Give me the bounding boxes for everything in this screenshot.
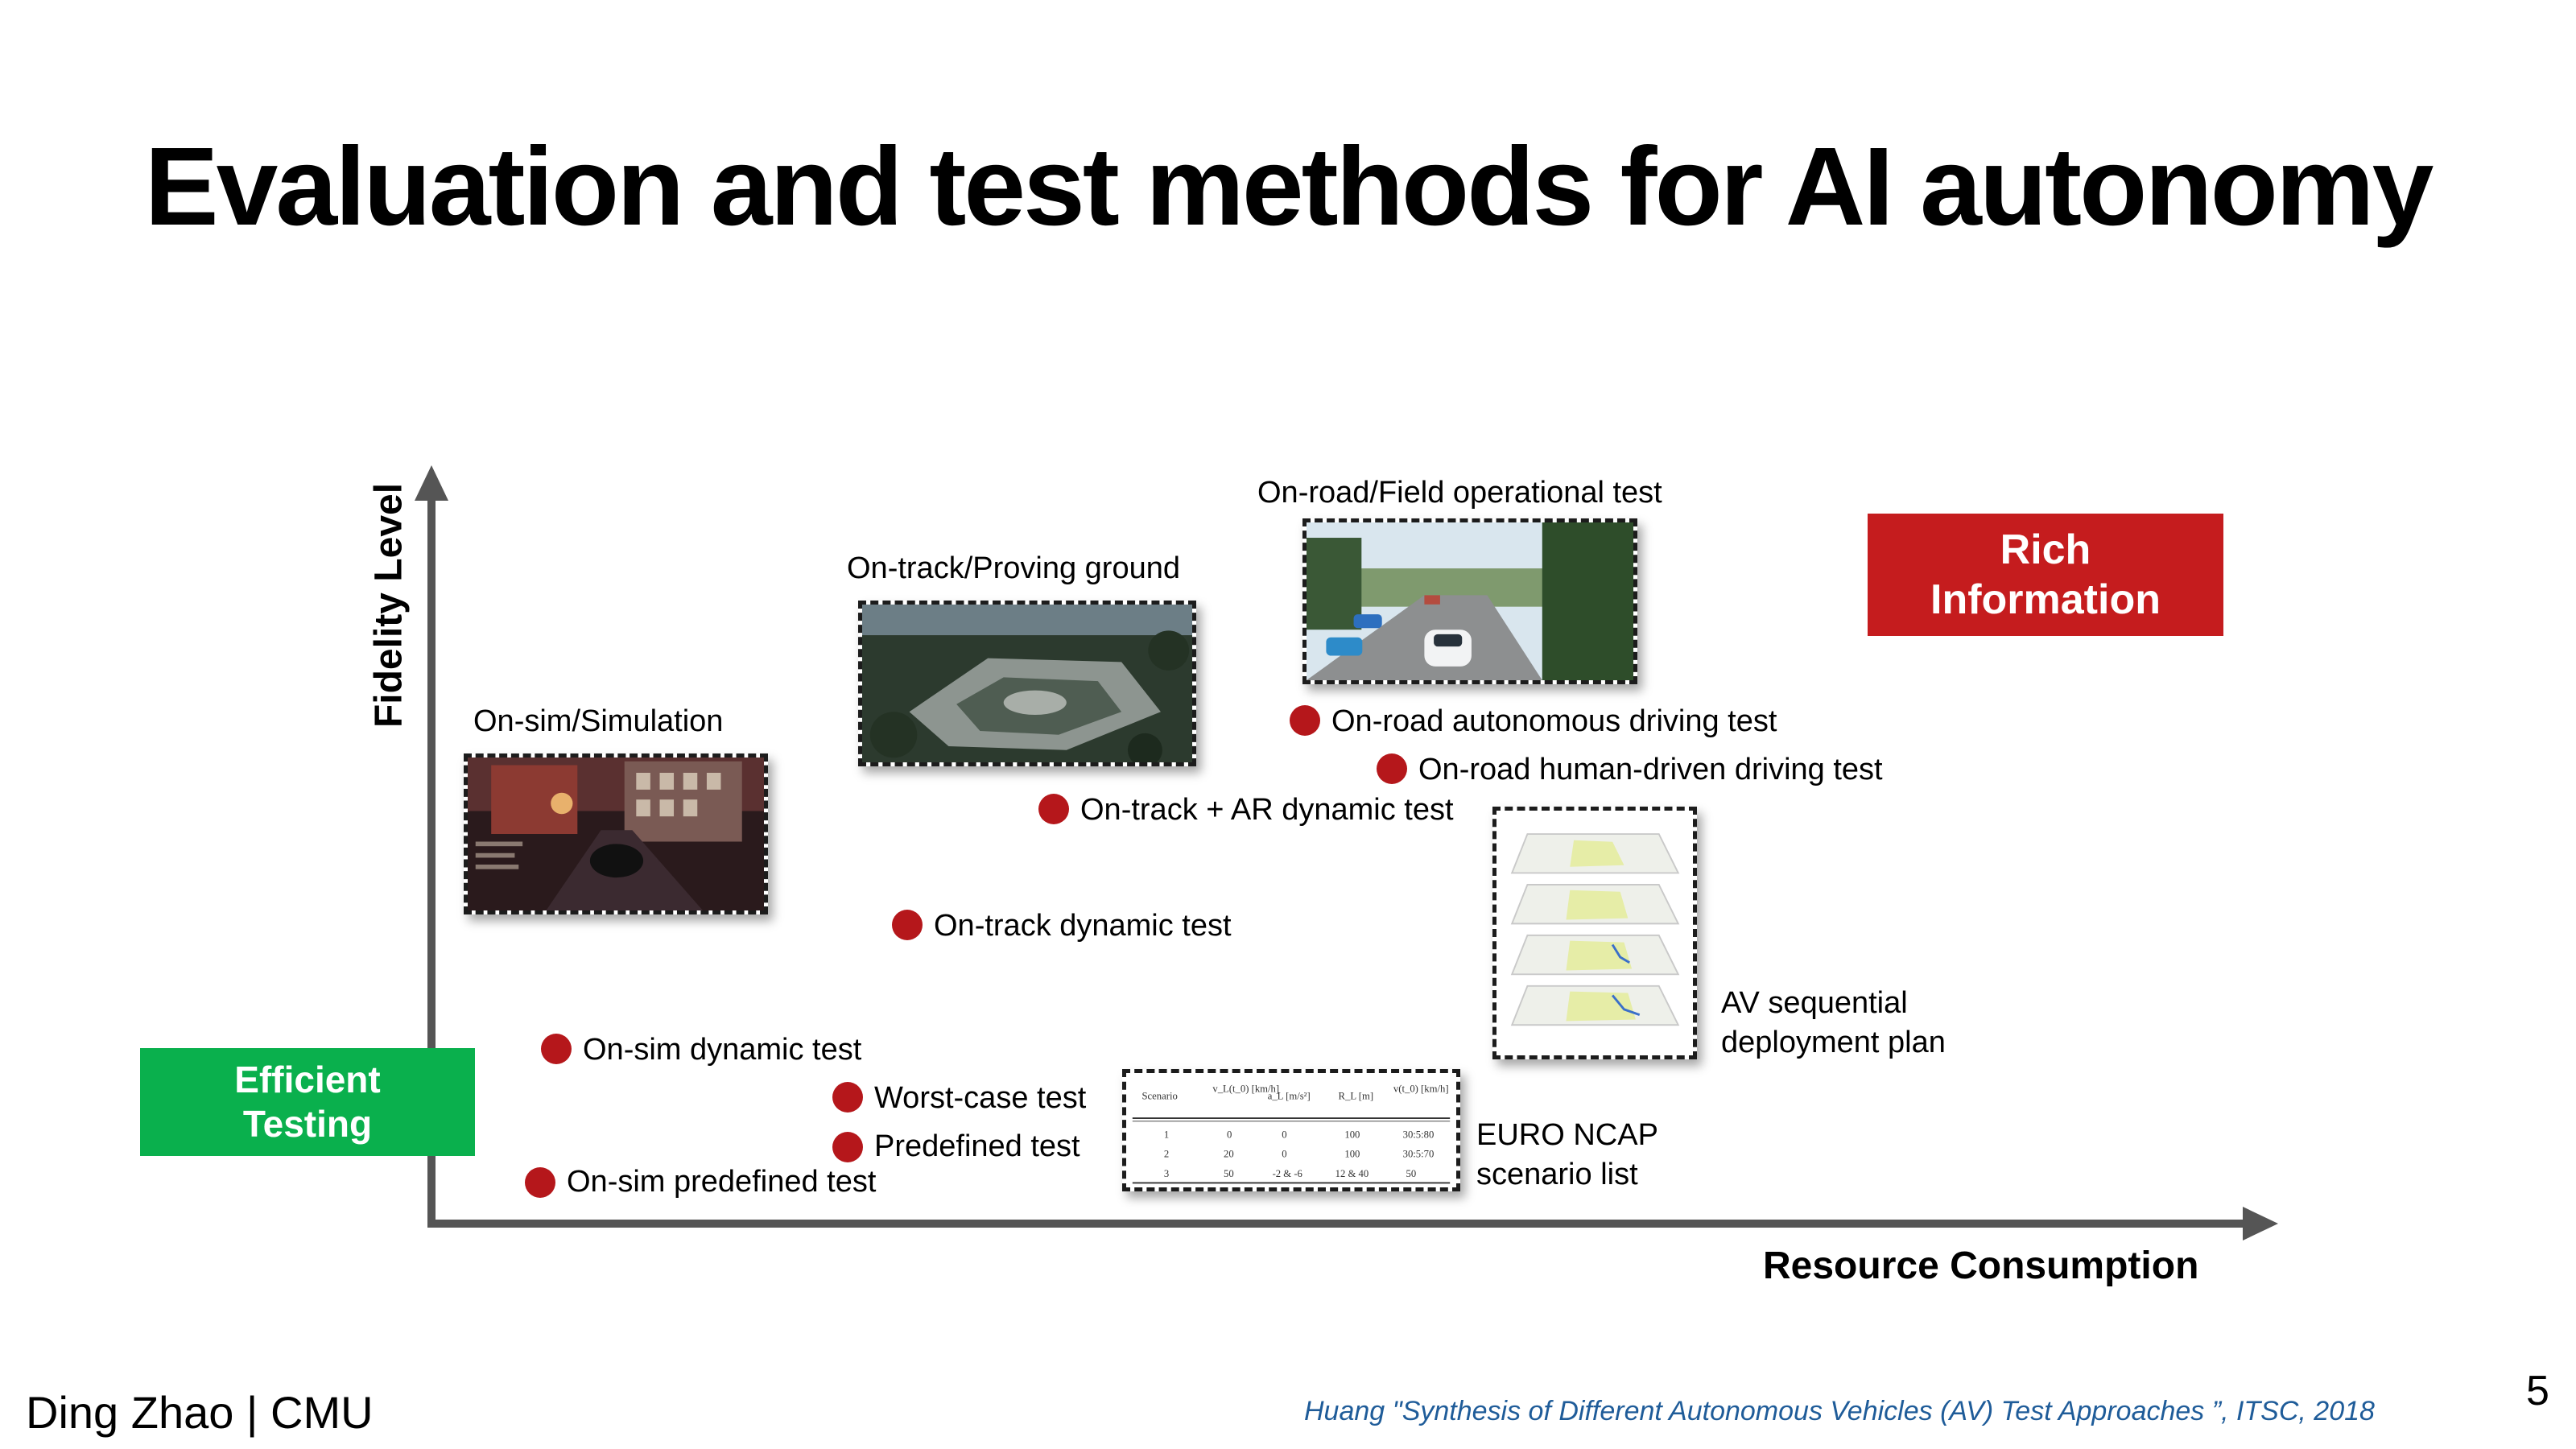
footer-citation: Huang "Synthesis of Different Autonomous… xyxy=(1304,1396,2375,1426)
ncap-r2-c1: 50 xyxy=(1224,1168,1234,1179)
rich-information-text: Rich Information xyxy=(1930,526,2161,623)
page-number: 5 xyxy=(2526,1368,2549,1414)
ncap-r1-c0: 2 xyxy=(1164,1149,1169,1160)
test-label-on-track-ar: On-track + AR dynamic test xyxy=(1080,793,1454,827)
caption-field-test: On-road/Field operational test xyxy=(1257,476,1662,510)
efficient-testing-text: Efficient Testing xyxy=(234,1058,381,1145)
slide-title: Evaluation and test methods for AI auton… xyxy=(144,125,2434,249)
caption-av-plan: AV sequential deployment plan xyxy=(1721,986,1946,1059)
ncap-r1-c1: 20 xyxy=(1224,1149,1234,1160)
ncap-r1-c3: 100 xyxy=(1344,1149,1360,1160)
ncap-r1-c4: 30:5:70 xyxy=(1403,1149,1435,1160)
simulation-image xyxy=(464,753,768,914)
ncap-r0-c3: 100 xyxy=(1344,1129,1360,1141)
caption-euro-ncap: EURO NCAP scenario list xyxy=(1476,1118,1658,1191)
test-dot xyxy=(525,1167,555,1198)
proving-ground-image xyxy=(858,601,1196,766)
test-label-on-road-human: On-road human-driven driving test xyxy=(1418,753,1883,786)
x-axis-label: Resource Consumption xyxy=(1763,1245,2199,1287)
ncap-header-0: Scenario xyxy=(1142,1091,1178,1102)
test-dot xyxy=(832,1082,863,1113)
test-label-on-track-dynamic: On-track dynamic test xyxy=(934,909,1232,943)
x-axis-arrowhead xyxy=(2243,1207,2278,1241)
caption-proving-ground: On-track/Proving ground xyxy=(847,551,1180,585)
test-label-on-sim-predefined: On-sim predefined test xyxy=(567,1165,877,1199)
ncap-r0-c0: 1 xyxy=(1164,1129,1169,1141)
test-dot xyxy=(832,1132,863,1162)
ncap-r0-c2: 0 xyxy=(1282,1129,1286,1141)
test-dot xyxy=(1377,753,1407,784)
ncap-r0-c4: 30:5:80 xyxy=(1403,1129,1435,1141)
test-dot xyxy=(1290,705,1320,736)
ncap-header-1: v_L(t_0) [km/h] xyxy=(1212,1084,1279,1095)
efficient-testing-box: Efficient Testing xyxy=(140,1048,475,1156)
test-label-worst-case: Worst-case test xyxy=(874,1081,1087,1115)
test-dot xyxy=(1038,794,1069,824)
test-label-on-road-autonomous: On-road autonomous driving test xyxy=(1331,704,1777,738)
ncap-r2-c0: 3 xyxy=(1164,1168,1169,1179)
test-label-predefined: Predefined test xyxy=(874,1129,1080,1163)
y-axis-label: Fidelity Level xyxy=(367,482,411,729)
ncap-r2-c3: 12 & 40 xyxy=(1335,1168,1369,1179)
y-axis-arrowhead xyxy=(415,465,448,501)
test-dot xyxy=(541,1034,572,1064)
ncap-r0-c1: 0 xyxy=(1227,1129,1232,1141)
ncap-header-3: R_L [m] xyxy=(1339,1091,1374,1102)
euro-ncap-table-image: Scenario v_L(t_0) [km/h] a_L [m/s²] R_L … xyxy=(1122,1069,1460,1191)
test-label-on-sim-dynamic: On-sim dynamic test xyxy=(583,1033,862,1067)
ncap-r1-c2: 0 xyxy=(1282,1149,1286,1160)
caption-simulation: On-sim/Simulation xyxy=(473,704,724,738)
rich-information-box: Rich Information xyxy=(1868,514,2223,636)
footer-author: Ding Zhao | CMU xyxy=(26,1387,374,1438)
ncap-header-4: v(t_0) [km/h] xyxy=(1393,1084,1449,1095)
field-test-image xyxy=(1302,518,1637,684)
ncap-r2-c2: -2 & -6 xyxy=(1273,1168,1302,1179)
av-deployment-plan-image xyxy=(1492,807,1697,1059)
ncap-header-2: a_L [m/s²] xyxy=(1268,1091,1311,1102)
test-dot xyxy=(892,910,923,940)
ncap-r2-c4: 50 xyxy=(1406,1168,1417,1179)
